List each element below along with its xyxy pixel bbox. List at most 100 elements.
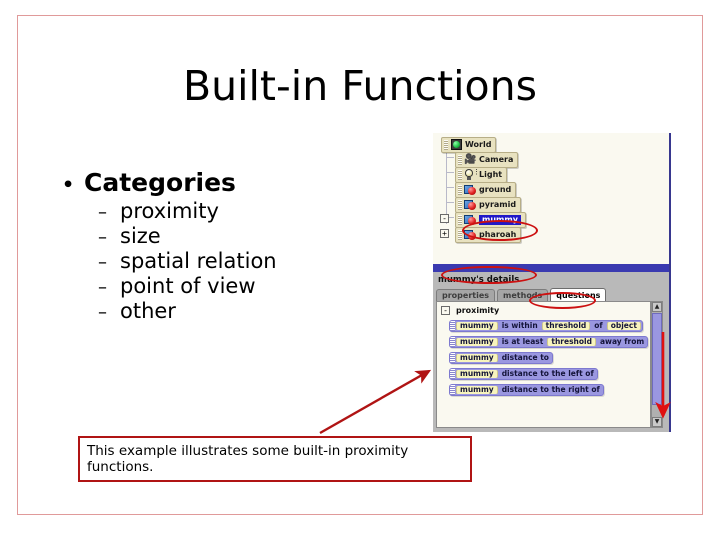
tree-collapse-toggle-mummy[interactable]: - <box>440 214 449 223</box>
tree-node-tile[interactable]: 🎥 Camera <box>455 151 519 168</box>
tree-node-pharoah[interactable]: pharoah <box>455 226 522 243</box>
drag-grip-icon[interactable] <box>458 154 462 165</box>
drag-grip-icon[interactable] <box>450 353 455 363</box>
function-param[interactable]: mummy <box>456 386 498 394</box>
tree-node-tile[interactable]: pharoah <box>455 226 522 243</box>
light-icon: ⋮ <box>464 168 480 181</box>
bullet-item-label: size <box>120 224 161 248</box>
tree-node-label: Camera <box>479 154 514 164</box>
function-param[interactable]: threshold <box>547 338 596 346</box>
camera-icon: 🎥 <box>464 153 477 165</box>
bullet-item-label: proximity <box>120 199 219 223</box>
tree-expand-toggle-pharoah[interactable]: + <box>440 229 449 238</box>
bullet-level1-label: Categories <box>84 168 236 197</box>
bullet-item-label: other <box>120 299 176 323</box>
function-param[interactable]: mummy <box>456 354 498 362</box>
tree-guide-line <box>446 150 447 224</box>
bullet-level1: • Categories <box>62 168 412 197</box>
bullet-item-spatial-relation: – spatial relation <box>98 249 412 273</box>
object-icon <box>464 184 477 196</box>
details-tabs: properties methods questions <box>436 288 607 302</box>
tree-guide-tick <box>447 202 454 203</box>
drag-grip-icon[interactable] <box>444 139 448 150</box>
drag-grip-icon[interactable] <box>450 369 455 379</box>
function-param[interactable]: threshold <box>541 322 591 330</box>
tab-questions[interactable]: questions <box>550 288 607 302</box>
function-word: of <box>594 321 603 331</box>
function-tile[interactable]: mummy distance to <box>449 352 553 364</box>
bullet-item-size: – size <box>98 224 412 248</box>
tree-node-label: pyramid <box>479 199 517 209</box>
bullet-marker-icon: • <box>62 174 75 196</box>
function-group-proximity[interactable]: - proximity <box>441 306 499 315</box>
function-word: away from <box>599 337 645 347</box>
scroll-up-icon[interactable]: ▲ <box>652 302 662 312</box>
function-tile[interactable]: mummy distance to the right of <box>449 384 604 396</box>
function-param[interactable]: mummy <box>456 370 498 378</box>
function-param[interactable]: mummy <box>456 322 498 330</box>
drag-grip-icon[interactable] <box>458 199 462 210</box>
tree-node-ground[interactable]: ground <box>455 181 517 198</box>
world-icon <box>450 138 463 151</box>
tree-node-label: ground <box>479 184 512 194</box>
function-word: is at least <box>501 337 544 347</box>
function-word: distance to the left of <box>501 369 594 379</box>
drag-grip-icon[interactable] <box>458 184 462 195</box>
function-param[interactable]: object <box>606 322 641 330</box>
object-icon <box>464 229 477 241</box>
tree-node-tile[interactable]: ground <box>455 181 517 198</box>
drag-grip-icon[interactable] <box>458 214 462 225</box>
drag-grip-icon[interactable] <box>450 385 455 395</box>
tree-node-camera[interactable]: 🎥 Camera <box>455 151 519 168</box>
tab-properties[interactable]: properties <box>436 289 496 302</box>
function-tile[interactable]: mummy is at least threshold away from <box>449 336 649 348</box>
dash-marker-icon: – <box>98 277 107 298</box>
drag-grip-icon[interactable] <box>450 337 455 347</box>
alice-screenshot: World 🎥 Camera ⋮ <box>433 133 671 432</box>
tree-guide-tick <box>447 217 454 218</box>
details-title: mummy's details <box>438 275 520 285</box>
drag-grip-icon[interactable] <box>458 229 462 240</box>
scroll-down-icon[interactable]: ▼ <box>652 417 662 427</box>
details-titlebar <box>433 264 671 272</box>
function-tile[interactable]: mummy is within threshold of object <box>449 320 643 332</box>
function-param[interactable]: mummy <box>456 338 498 346</box>
bullet-item-proximity: – proximity <box>98 199 412 223</box>
group-collapse-toggle[interactable]: - <box>441 306 450 315</box>
function-list-scrollbar[interactable]: ▲ ▼ <box>651 301 663 428</box>
tree-node-label: Light <box>479 169 503 179</box>
drag-grip-icon[interactable] <box>450 321 455 331</box>
tree-guide-tick <box>447 157 454 158</box>
dash-marker-icon: – <box>98 302 107 323</box>
tree-node-tile[interactable]: pyramid <box>455 196 522 213</box>
dash-marker-icon: – <box>98 227 107 248</box>
tree-guide-tick <box>447 172 454 173</box>
scrollbar-thumb[interactable] <box>652 313 662 405</box>
tree-node-pyramid[interactable]: pyramid <box>455 196 522 213</box>
drag-grip-icon[interactable] <box>458 169 462 180</box>
tree-node-label: World <box>465 139 492 149</box>
function-word: distance to <box>501 353 549 363</box>
function-tile[interactable]: mummy distance to the left of <box>449 368 598 380</box>
questions-function-list: - proximity mummy is within threshold of… <box>436 301 651 428</box>
tree-node-tile[interactable]: World <box>441 136 497 153</box>
bullet-item-other: – other <box>98 299 412 323</box>
dash-marker-icon: – <box>98 252 107 273</box>
object-icon <box>464 199 477 211</box>
tree-guide-tick <box>447 187 454 188</box>
bullet-item-point-of-view: – point of view <box>98 274 412 298</box>
tree-node-world[interactable]: World <box>441 136 497 153</box>
tree-node-mummy[interactable]: mummy <box>455 211 526 228</box>
tree-node-label-selected: mummy <box>479 214 521 225</box>
bullet-list: • Categories – proximity – size – spatia… <box>62 168 412 324</box>
tree-node-tile[interactable]: ⋮ Light <box>455 166 508 183</box>
function-group-label: proximity <box>456 306 500 315</box>
tree-node-label: pharoah <box>479 229 517 239</box>
bullet-item-label: spatial relation <box>120 249 277 273</box>
object-tree-panel: World 🎥 Camera ⋮ <box>433 133 671 264</box>
tree-node-light[interactable]: ⋮ Light <box>455 166 508 183</box>
function-word: is within <box>501 321 538 331</box>
tree-node-tile[interactable]: mummy <box>455 211 526 228</box>
details-panel: mummy's details properties methods quest… <box>433 272 671 432</box>
